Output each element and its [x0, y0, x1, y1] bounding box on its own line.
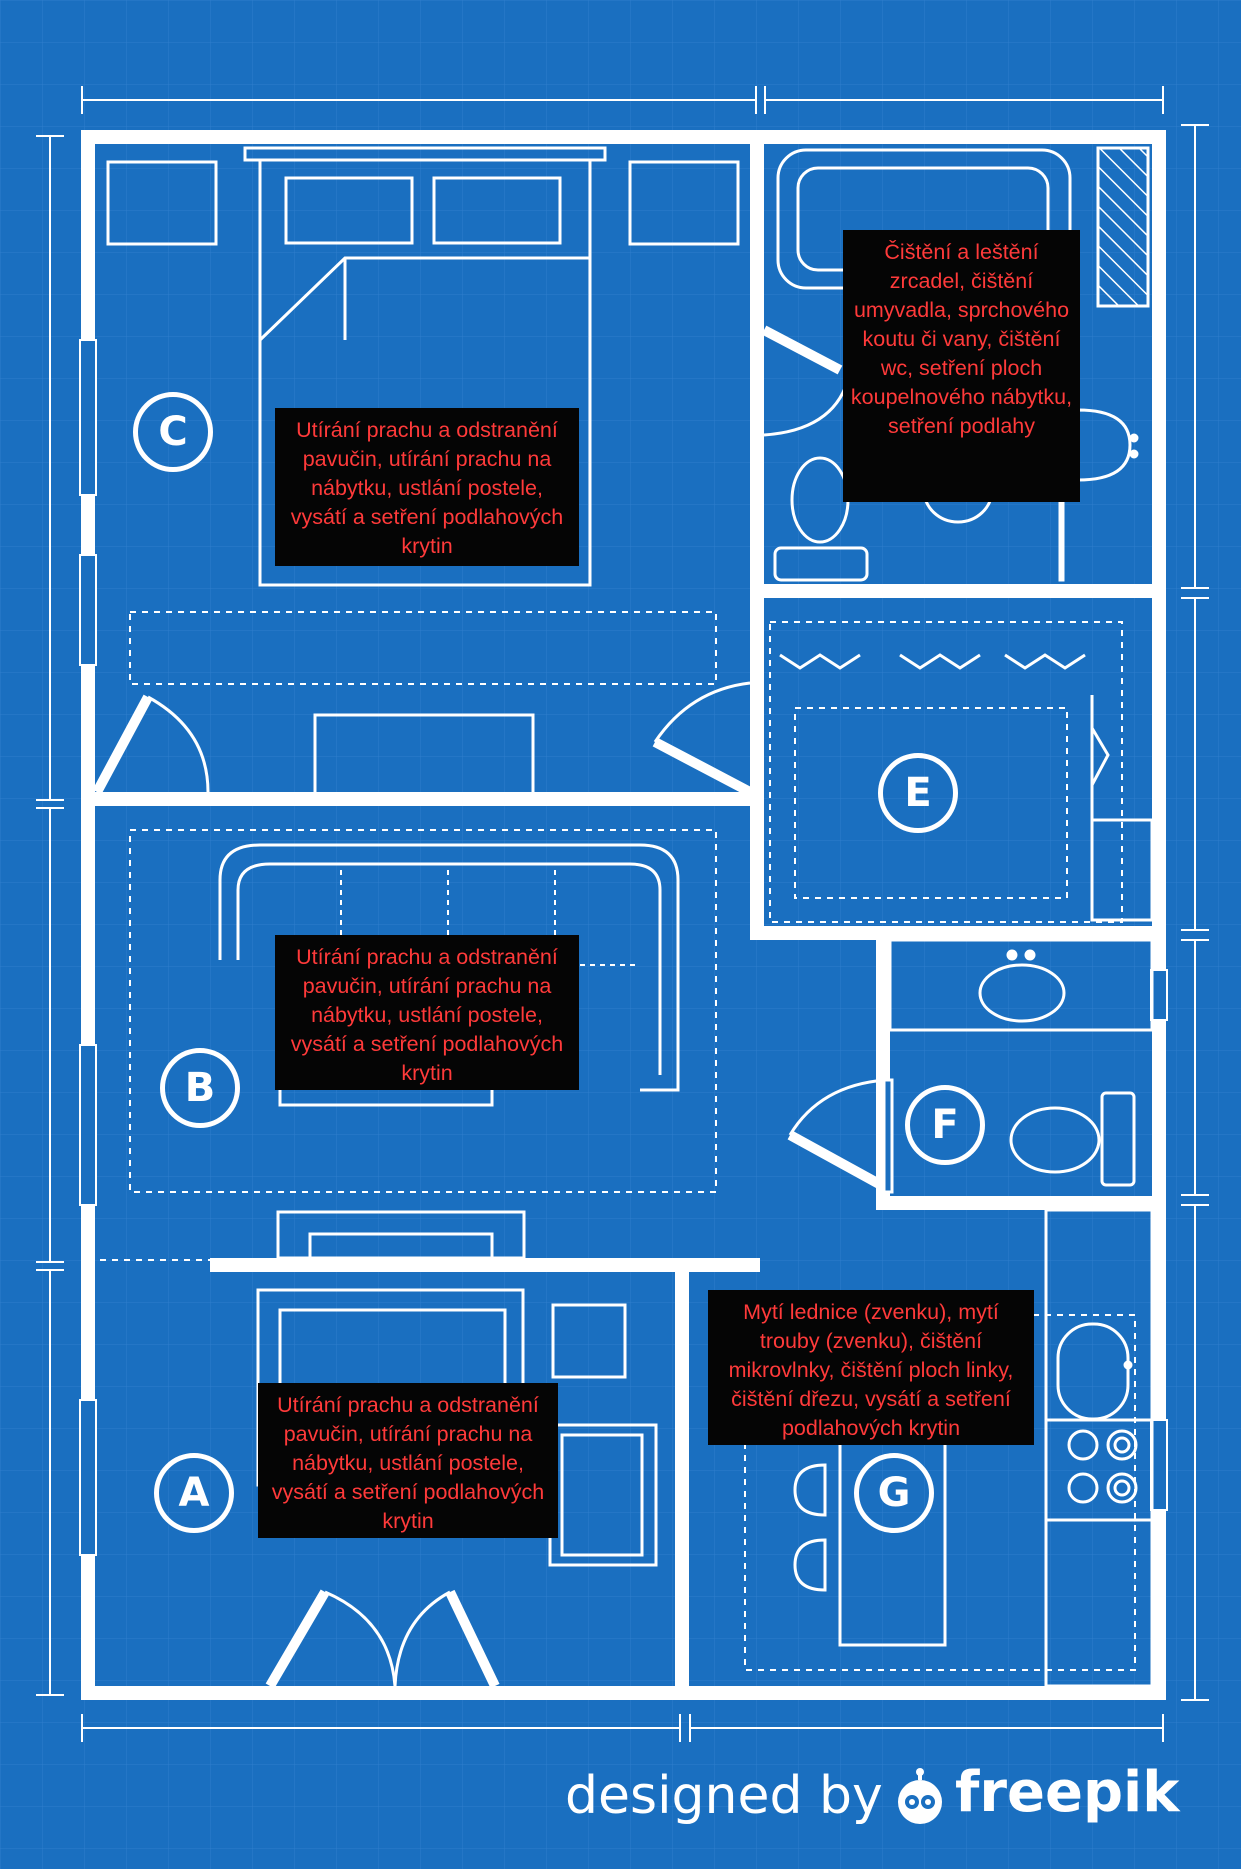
dimension-lines: [36, 86, 1209, 1742]
credit-brand: freepik: [955, 1760, 1180, 1825]
freepik-logo-icon: [898, 1768, 942, 1824]
freepik-credit: designed by freepik: [565, 1760, 1179, 1840]
room-label-b: B: [160, 1048, 240, 1128]
room-c-cleaning-note: Utírání prachu a odstranění pavučin, utí…: [275, 408, 579, 566]
room-label-g: G: [854, 1453, 934, 1533]
walls: [81, 130, 1166, 1700]
room-label-c: C: [133, 392, 213, 472]
room-label-a: A: [154, 1453, 234, 1533]
room-label-f: F: [905, 1085, 985, 1165]
room-a-cleaning-note: Utírání prachu a odstranění pavučin, utí…: [258, 1383, 558, 1538]
credit-prefix: designed by: [565, 1766, 883, 1826]
bathroom-cleaning-note: Čištění a leštění zrcadel, čištění umyva…: [843, 230, 1080, 502]
room-b-cleaning-note: Utírání prachu a odstranění pavučin, utí…: [275, 935, 579, 1090]
kitchen-cleaning-note: Mytí lednice (zvenku), mytí trouby (zven…: [708, 1290, 1034, 1445]
room-label-e: E: [878, 753, 958, 833]
